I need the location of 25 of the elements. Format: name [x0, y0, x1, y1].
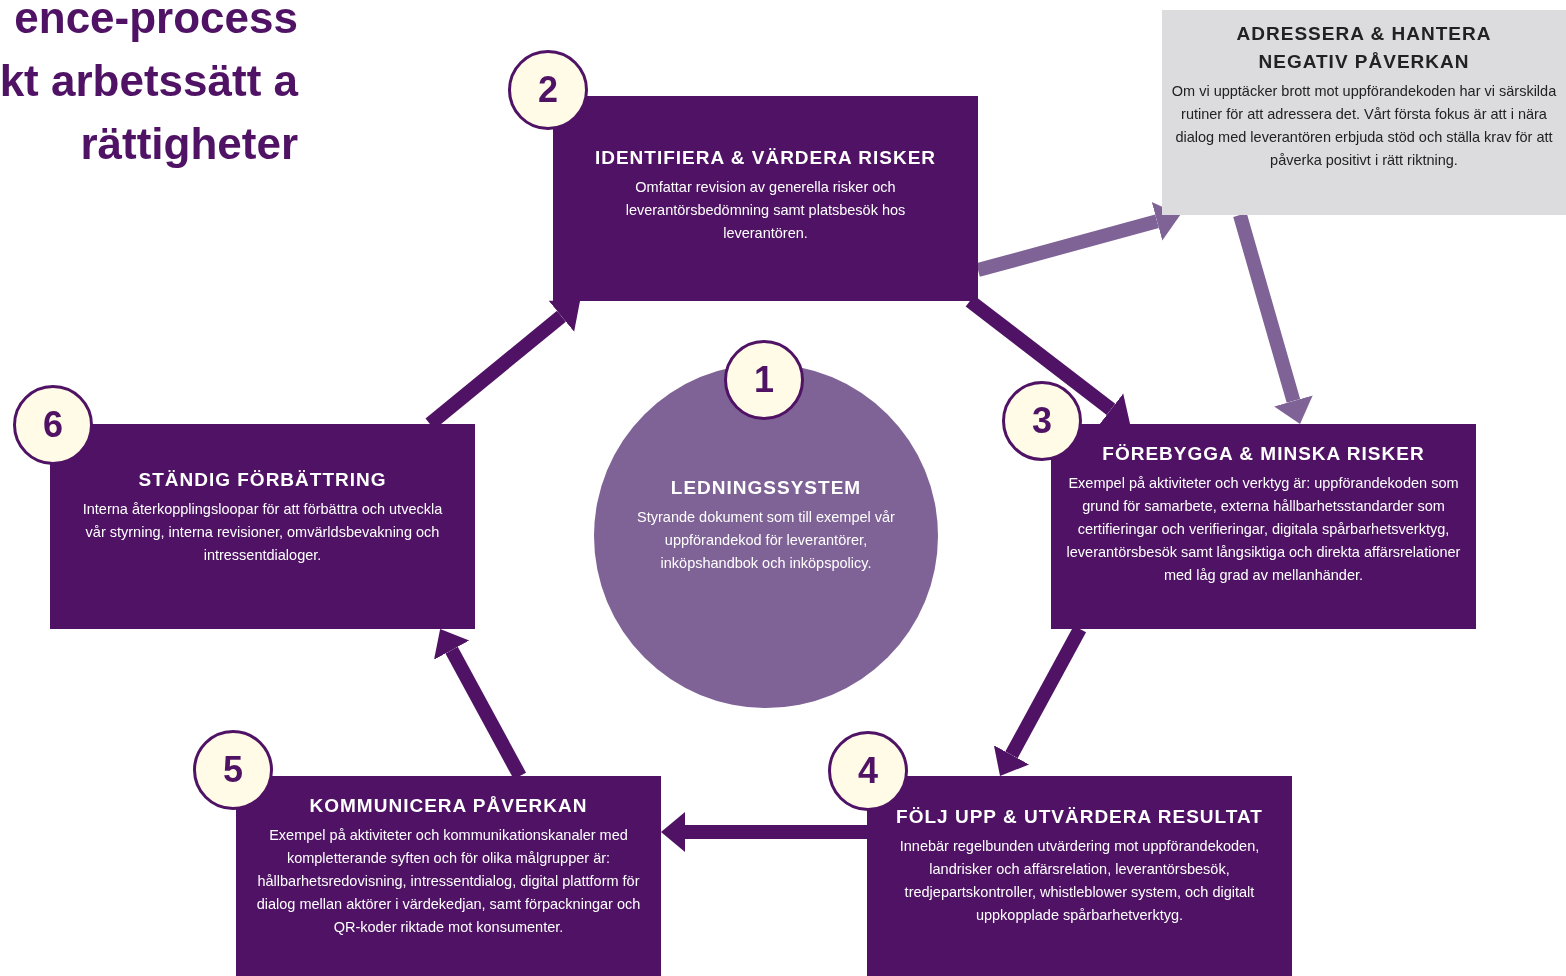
arrow — [661, 812, 867, 852]
arrow — [1233, 213, 1313, 424]
step-number: 3 — [1032, 403, 1052, 439]
step-number: 4 — [858, 753, 878, 789]
step-number: 5 — [223, 752, 243, 788]
step-number: 2 — [538, 72, 558, 108]
note-box — [1162, 10, 1566, 215]
step-number: 1 — [754, 362, 774, 398]
description: Innebär regelbunden utvärdering mot uppförandekoden, landrisker och affärsrelation, leverantörsbesök, tredjepartskontroller, whistleblower system, och digitalt uppkopplade spårbarhetverktyg. — [898, 837, 1261, 925]
heading: KOMMUNICERA PÅVERKAN — [308, 794, 589, 818]
description: Om vi upptäcker brott mot uppförandekoden har vi särskilda rutiner för att adressera det. Vårt första fokus är att i nära dialog med leverantören erbjuda stöd och ställa krav för att påverka positivt i rätt riktning. — [1170, 82, 1558, 170]
description: Omfattar revision av generella risker och leverantörsbedömning samt platsbesök hos leverantören. — [624, 178, 907, 243]
heading: ADRESSERA & HANTERA NEGATIV PÅVERKAN — [1235, 22, 1493, 74]
heading: FÖREBYGGA & MINSKA RISKER — [1101, 442, 1426, 466]
description: Interna återkopplingsloopar för att förbättra och utveckla vår styrning, interna revisioner, omvärldsbevakning och intressentdialoger. — [82, 500, 443, 565]
description: Styrande dokument som till exempel vår uppförandekod för leverantörer, inköpshandbok och inköpspolicy. — [636, 508, 896, 573]
heading: LEDNINGSSYSTEM — [669, 476, 863, 500]
process-box — [1051, 424, 1476, 629]
description: Exempel på aktiviteter och kommunikationskanaler med kompletterande syften och för olika målgrupper är: hållbarhetsredovisning, intressentdialog, digital plattform för dialog mellan aktörer i värdekedjan, samt förpackningar och QR-koder riktade mot konsumenter. — [255, 826, 642, 937]
heading: IDENTIFIERA & VÄRDERA RISKER — [593, 146, 938, 170]
title: ence-process kt arbetssätt a rättigheter — [0, 0, 298, 170]
heading: STÄNDIG FÖRBÄTTRING — [137, 468, 388, 492]
heading: FÖLJ UPP & UTVÄRDERA RESULTAT — [895, 805, 1264, 829]
step-number: 6 — [43, 407, 63, 443]
description: Exempel på aktiviteter och verktyg är: uppförandekoden som grund för samarbete, externa hållbarhetsstandarder som certifieringar och verifieringar, digitala spårbarhetsverktyg, leverantörsbesök samt långsiktiga och direkta affärsrelationer med låg grad av mellanhänder. — [1065, 474, 1462, 585]
